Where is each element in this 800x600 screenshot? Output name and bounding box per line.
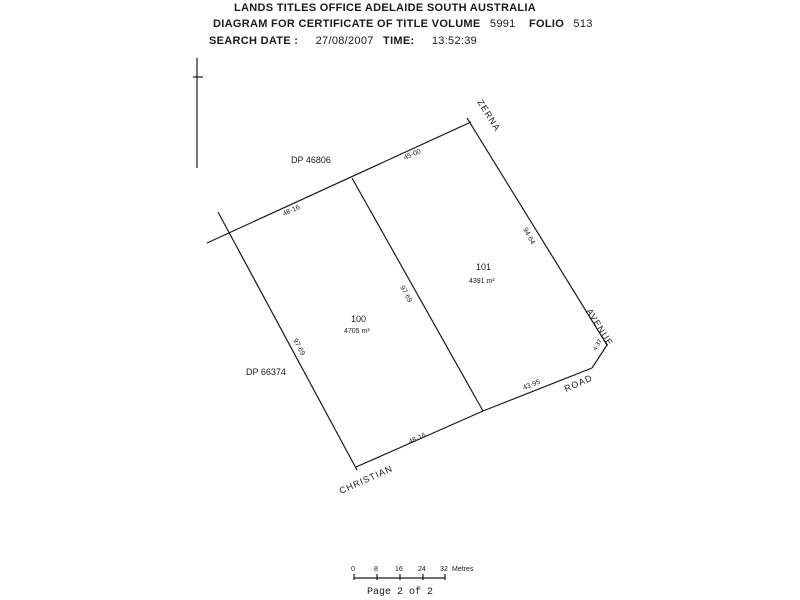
road-name-zerna: ZERNA bbox=[475, 98, 502, 133]
boundary-corner bbox=[591, 344, 608, 369]
boundary-west bbox=[217, 211, 358, 471]
lot-101-number: 101 bbox=[476, 262, 491, 272]
scale-label-16: 16 bbox=[395, 566, 403, 573]
dp-west-label: DP 66374 bbox=[246, 367, 286, 377]
scale-unit: Metres bbox=[452, 566, 474, 573]
time-value: 13:52:39 bbox=[431, 35, 478, 47]
dim-middle: 97·69 bbox=[398, 285, 413, 304]
dp-north-label: DP 46806 bbox=[291, 155, 331, 165]
dim-corner: 4·37 bbox=[593, 338, 605, 352]
dim-north-east: 45·00 bbox=[403, 148, 422, 162]
certificate-title: DIAGRAM FOR CERTIFICATE OF TITLE VOLUME … bbox=[213, 18, 593, 30]
dim-east: 94·64 bbox=[521, 227, 536, 246]
dim-west: 97·69 bbox=[291, 338, 306, 357]
boundary-south-east bbox=[482, 367, 593, 412]
office-title: LANDS TITLES OFFICE ADELAIDE SOUTH AUSTR… bbox=[234, 2, 537, 14]
boundary-east bbox=[466, 117, 608, 346]
boundary-north bbox=[206, 121, 472, 244]
road-name-road: ROAD bbox=[563, 372, 594, 393]
scale-label-0: 0 bbox=[351, 566, 355, 573]
lot-divider bbox=[351, 177, 484, 412]
lot-100-number: 100 bbox=[351, 314, 366, 324]
scale-label-24: 24 bbox=[418, 566, 426, 573]
scale-label-32: 32 bbox=[440, 566, 448, 573]
dim-north-west: 48·16 bbox=[282, 204, 301, 218]
search-date-value: 27/08/2007 bbox=[315, 35, 374, 47]
volume-value: 5991 bbox=[489, 18, 516, 30]
road-name-christian: CHRISTIAN bbox=[338, 463, 395, 496]
lot-100-area: 4705 m² bbox=[344, 328, 370, 335]
scale-label-8: 8 bbox=[374, 566, 378, 573]
search-date-label: SEARCH DATE : bbox=[209, 35, 299, 47]
lot-101-area: 4391 m² bbox=[469, 278, 495, 285]
folio-label: FOLIO bbox=[528, 18, 565, 30]
folio-value: 513 bbox=[573, 18, 593, 30]
dim-south-west: 48·16 bbox=[408, 432, 427, 446]
time-label: TIME: bbox=[383, 35, 415, 47]
search-line: SEARCH DATE : 27/08/2007 TIME: 13:52:39 bbox=[209, 35, 477, 47]
page-indicator: Page 2 of 2 bbox=[367, 587, 434, 598]
boundary-south-west bbox=[355, 410, 484, 468]
dim-south-east: 43·95 bbox=[522, 379, 541, 392]
